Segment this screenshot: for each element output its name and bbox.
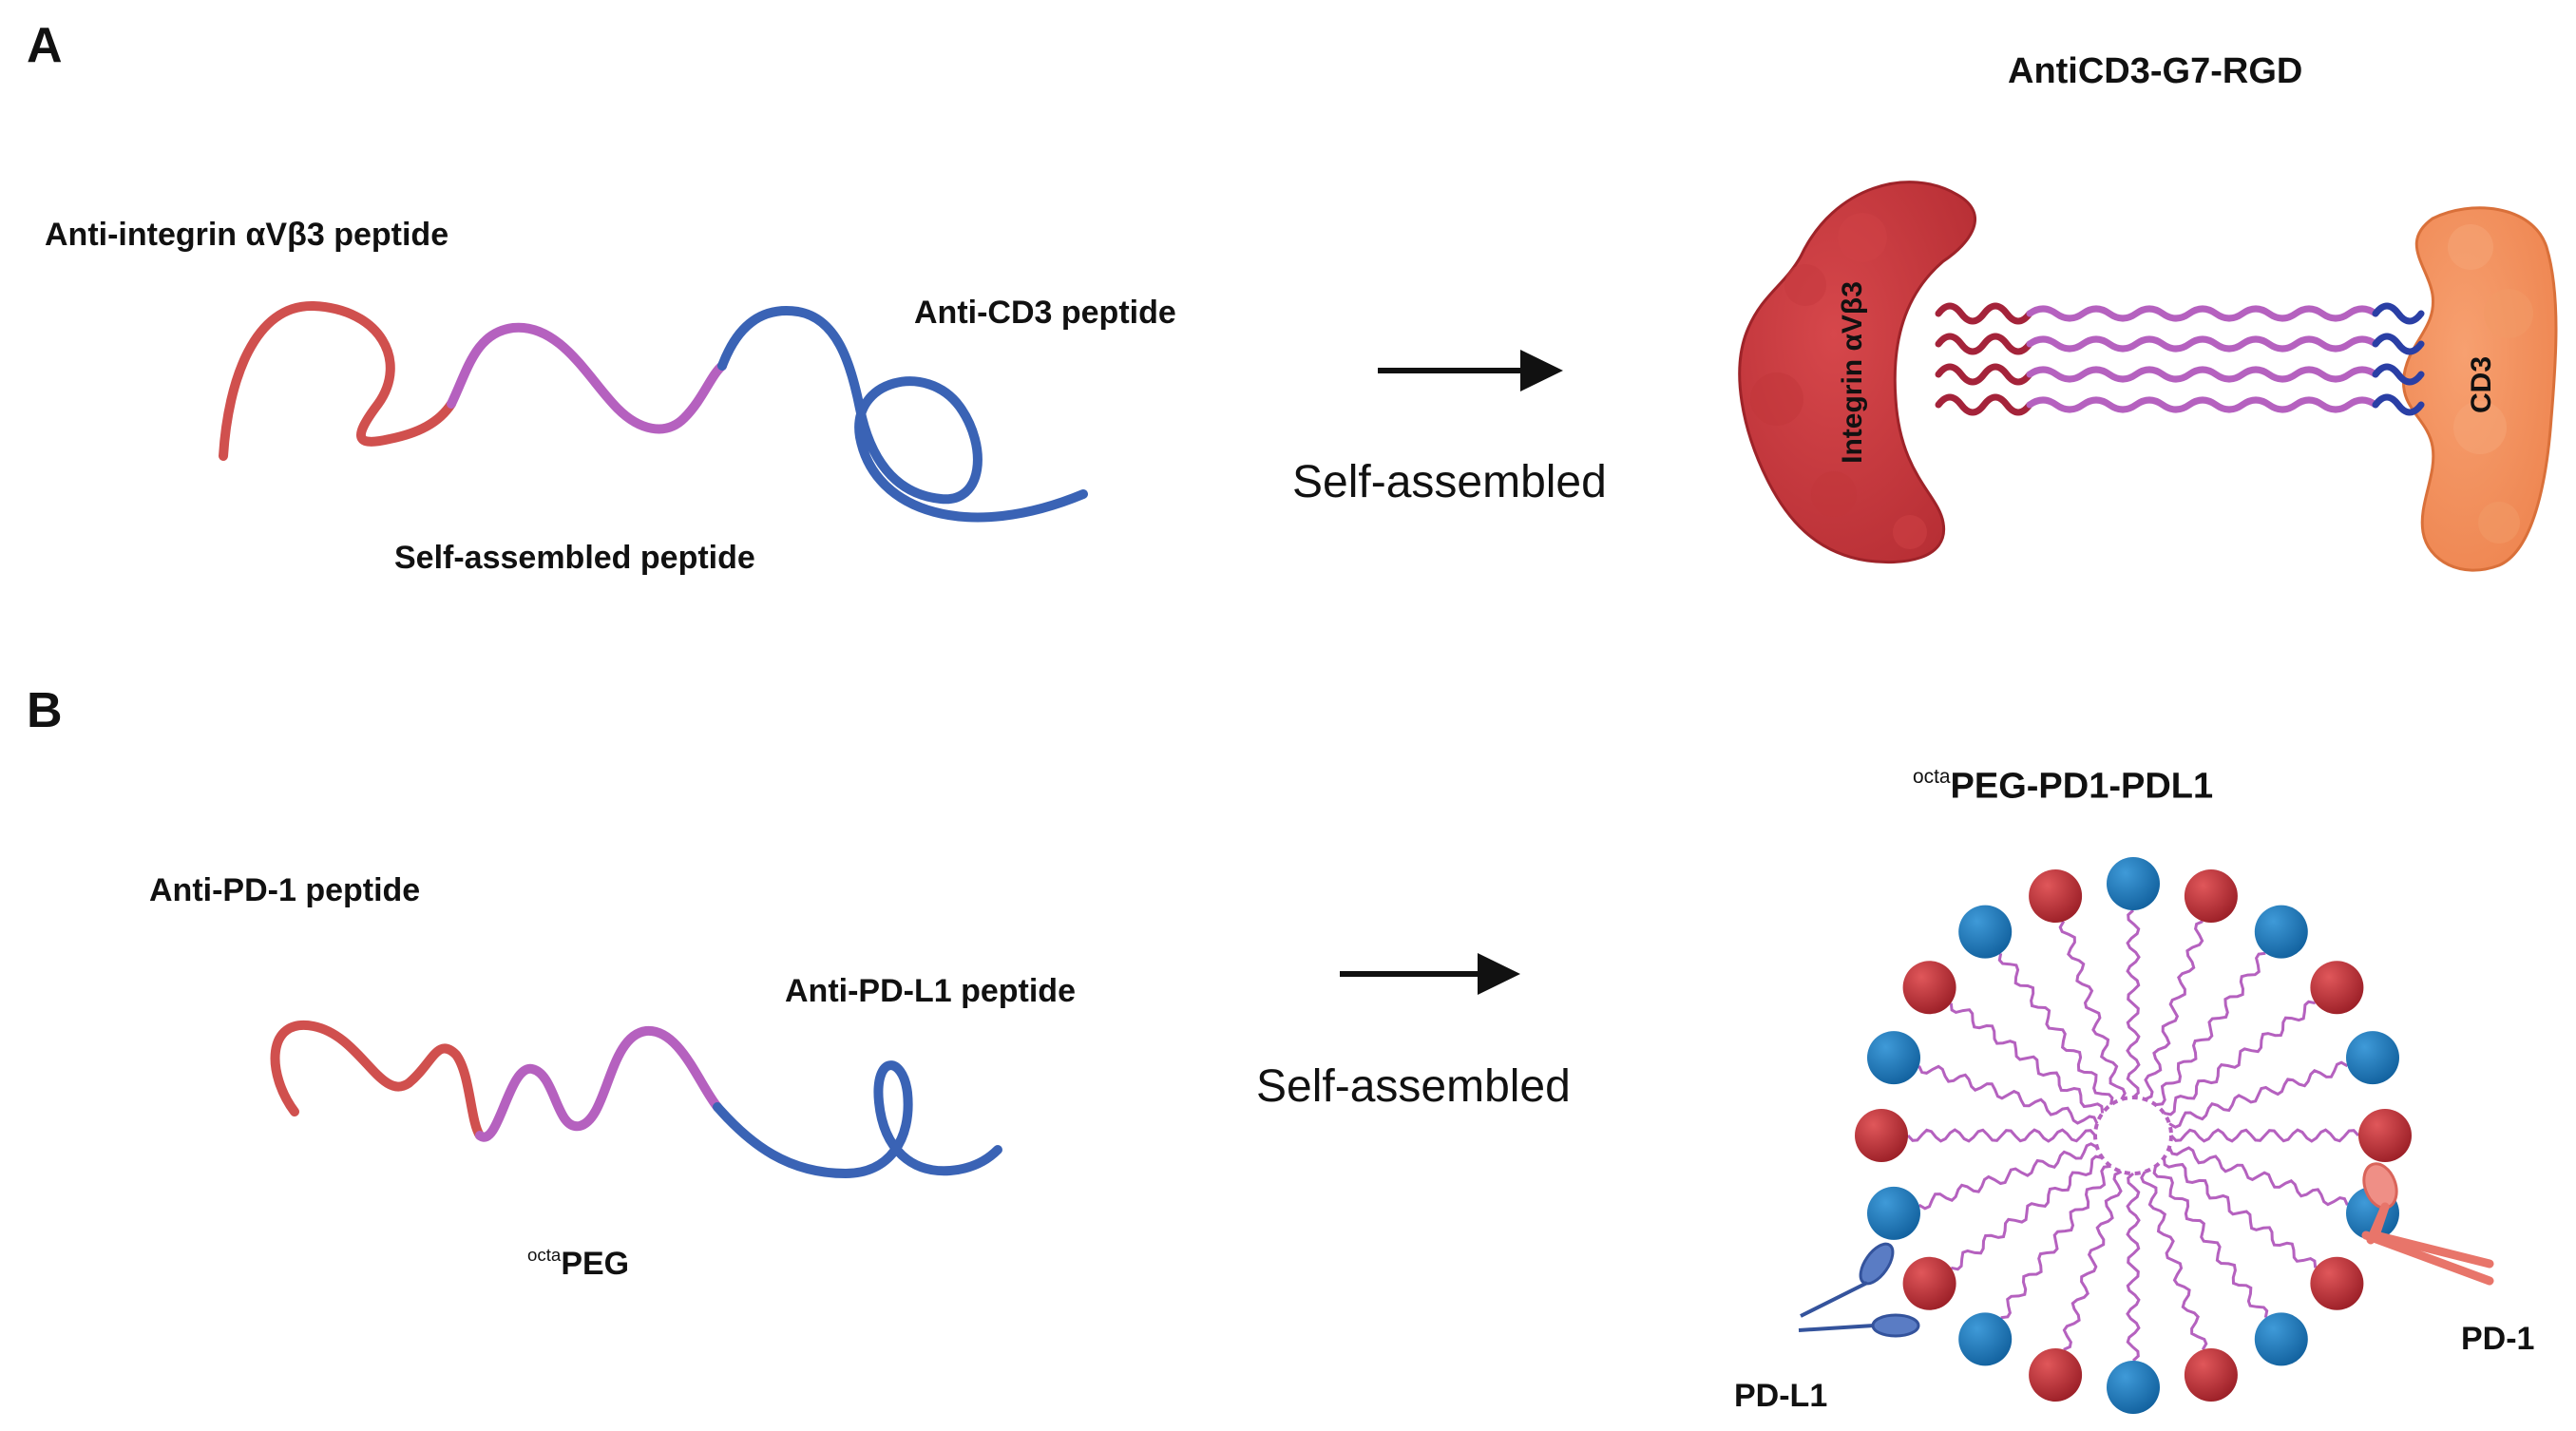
cd3-protein xyxy=(2401,206,2558,572)
anti-pdl1-bead xyxy=(2107,1361,2160,1414)
peg-chain xyxy=(2140,1171,2208,1351)
anti-integrin-segment xyxy=(219,300,456,461)
octapeg-label: octaPEG xyxy=(527,1245,630,1283)
anti-pdl1-bead xyxy=(1958,905,2013,959)
self-assembled-segment xyxy=(447,322,727,434)
anti-pd1-label: Anti-PD-1 peptide xyxy=(149,872,421,908)
cd3-label: CD3 xyxy=(2466,355,2497,414)
panel-b-peptide xyxy=(270,1020,1002,1179)
pdl1-label: PD-L1 xyxy=(1734,1378,1828,1414)
octapeg-micelle xyxy=(1855,857,2412,1414)
pd1-label: PD-1 xyxy=(2461,1321,2535,1357)
anti-pdl1-bead xyxy=(1958,1312,2013,1366)
peg-chain xyxy=(1997,953,2114,1105)
panel-b-title: octaPEG-PD1-PDL1 xyxy=(1913,766,2214,807)
anti-pdl1-bead xyxy=(2254,1312,2308,1366)
panel-a-letter: A xyxy=(27,18,63,73)
panel-a-arrow xyxy=(1378,350,1563,391)
assembled-peptide-bundle xyxy=(1935,302,2425,416)
peg-chain xyxy=(1918,1142,2098,1211)
anti-pd1-bead xyxy=(2310,1256,2364,1310)
peg-chain xyxy=(2164,1000,2316,1116)
peg-chain xyxy=(2155,951,2266,1107)
peg-chain xyxy=(2126,908,2141,1099)
anti-pdl1-bead xyxy=(1867,1031,1920,1085)
anti-pdl1-label: Anti-PD-L1 peptide xyxy=(785,973,1076,1009)
peg-chain xyxy=(1949,1002,2105,1114)
anti-integrin-label: Anti-integrin αVβ3 peptide xyxy=(45,217,449,253)
self-assembled-peptide-label: Self-assembled peptide xyxy=(394,540,755,576)
peg-chain xyxy=(2058,920,2127,1100)
peg-segment xyxy=(475,1025,722,1142)
peg-chain xyxy=(2152,1166,2269,1318)
anti-pd1-segment xyxy=(270,1020,485,1140)
anti-pd1-bead xyxy=(1902,961,1956,1015)
peg-chain xyxy=(2169,1128,2360,1143)
anti-cd3-segment xyxy=(717,306,1088,523)
anti-pd1-bead xyxy=(2358,1109,2412,1162)
micelle-core xyxy=(2093,1096,2173,1175)
peg-chain xyxy=(1951,1154,2103,1271)
anti-pd1-bead xyxy=(2029,869,2083,923)
anti-pd1-bead xyxy=(2184,869,2238,923)
peg-chain xyxy=(1906,1128,2097,1143)
peg-chain xyxy=(2062,1170,2123,1351)
anti-pd1-bead xyxy=(2029,1348,2083,1402)
panel-b-arrow-label: Self-assembled xyxy=(1256,1061,1571,1112)
anti-pd1-bead xyxy=(1855,1109,1908,1162)
anti-cd3-label: Anti-CD3 peptide xyxy=(914,295,1176,331)
peg-chain xyxy=(2167,1146,2349,1207)
pdl1-receptor xyxy=(1798,1242,1920,1338)
peg-chain xyxy=(1918,1064,2099,1125)
peg-chain xyxy=(2000,1164,2111,1320)
peg-chain xyxy=(2168,1060,2349,1129)
peg-chain xyxy=(2126,1172,2141,1363)
panel-a-title: AntiCD3-G7-RGD xyxy=(2008,51,2303,91)
panel-b-arrow xyxy=(1340,953,1520,995)
pd1-receptor xyxy=(2361,1162,2494,1286)
peg-chain xyxy=(2144,920,2204,1101)
integrin-label: Integrin αVβ3 xyxy=(1837,281,1868,464)
anti-pdl1-bead xyxy=(2346,1031,2399,1085)
panel-a-peptide xyxy=(219,300,1088,523)
anti-pd1-bead xyxy=(2184,1348,2238,1402)
integrin-avb3-protein xyxy=(1738,181,1977,564)
panel-b-letter: B xyxy=(27,683,63,738)
anti-pdl1-bead xyxy=(1867,1186,1920,1240)
anti-pd1-bead xyxy=(2310,961,2364,1015)
panel-a-arrow-label: Self-assembled xyxy=(1292,457,1607,507)
peg-chain xyxy=(2162,1157,2318,1269)
anti-pdl1-bead xyxy=(2254,905,2308,959)
anti-pdl1-segment xyxy=(713,1060,1002,1179)
anti-pdl1-bead xyxy=(2107,857,2160,910)
anti-pd1-bead xyxy=(1902,1256,1956,1310)
